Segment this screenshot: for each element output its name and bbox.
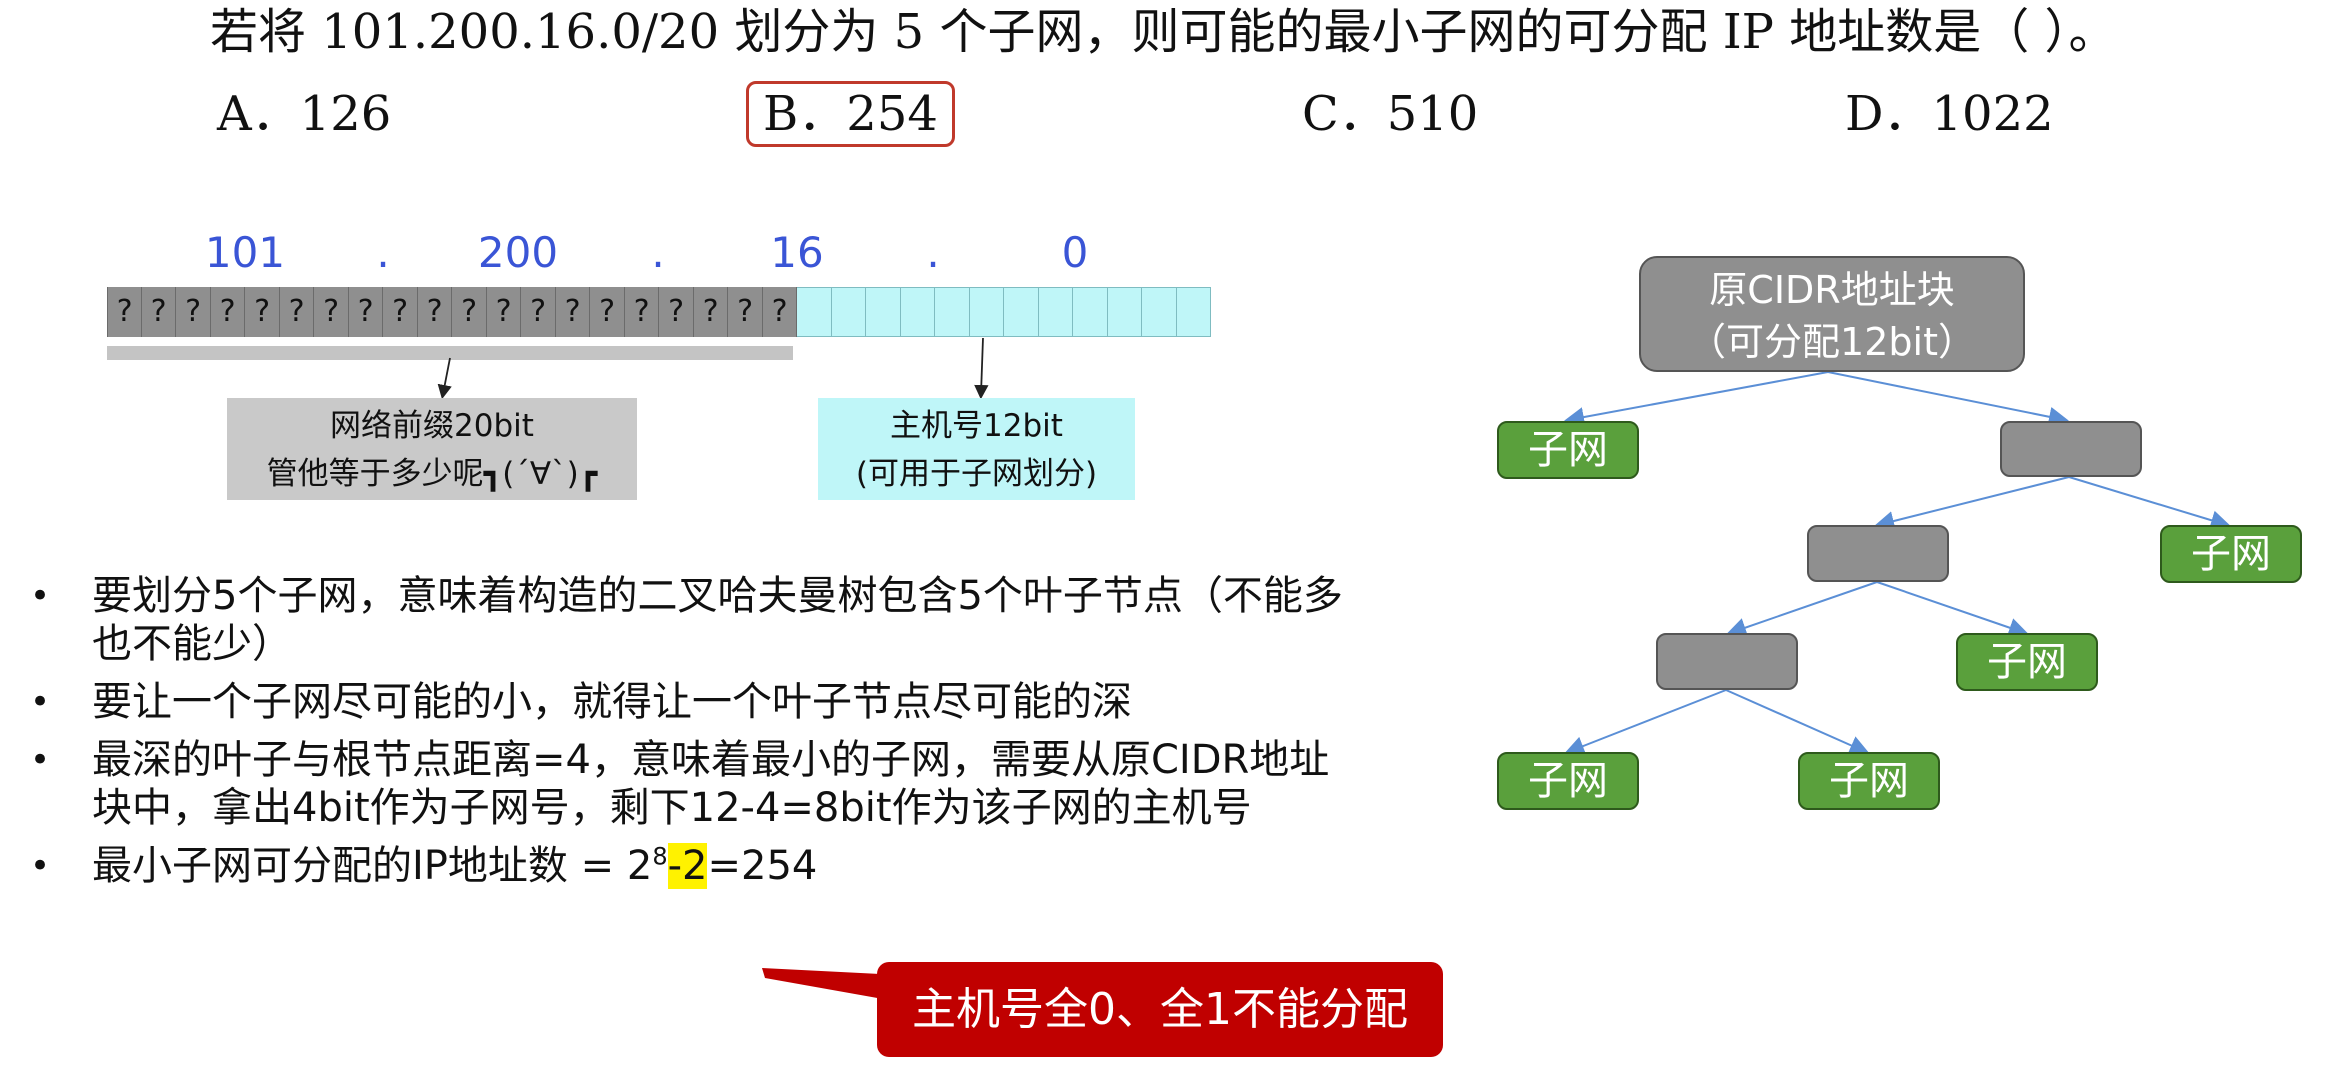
tree-internal-node xyxy=(2000,421,2142,477)
list-item-formula: 最小子网可分配的IP地址数 = 28-2=254 xyxy=(30,842,1350,890)
prefix-bit-cell: ? xyxy=(486,287,521,337)
octet-1-label: 101 xyxy=(204,228,286,277)
option-a[interactable]: A．126 xyxy=(217,86,392,142)
formula-prefix: 最小子网可分配的IP地址数 = 2 xyxy=(92,843,653,889)
note-pointer xyxy=(762,968,900,1002)
prefix-bit-cell: ? xyxy=(141,287,176,337)
host-bit-cell xyxy=(831,287,866,337)
ip-bit-strip: ???????????????????? xyxy=(107,287,1211,337)
host-bit-cell xyxy=(1038,287,1073,337)
tree-edge xyxy=(2068,476,2231,530)
tree-edge xyxy=(1725,689,1870,755)
list-item: 要划分5个子网，意味着构造的二叉哈夫曼树包含5个叶子节点（不能多也不能少） xyxy=(30,572,1352,668)
octet-dot: . xyxy=(926,228,940,277)
question-text: 若将 101.200.16.0/20 划分为 5 个子网，则可能的最小子网的可分… xyxy=(210,4,2117,60)
prefix-bit-cell: ? xyxy=(659,287,694,337)
prefix-callout-line1: 网络前缀20bit xyxy=(330,408,534,444)
octet-dot: . xyxy=(651,228,665,277)
tree-leaf-subnet: 子网 xyxy=(1497,421,1639,479)
option-b[interactable]: B．254 xyxy=(746,81,955,147)
host-pointer xyxy=(974,337,989,400)
prefix-bit-cell: ? xyxy=(245,287,280,337)
host-bit-cell xyxy=(969,287,1004,337)
prefix-bit-cell: ? xyxy=(417,287,452,337)
formula-highlight: -2 xyxy=(667,843,708,889)
prefix-bit-cell: ? xyxy=(452,287,487,337)
option-c[interactable]: C．510 xyxy=(1302,86,1479,142)
prefix-bit-cell: ? xyxy=(693,287,728,337)
tree-root-line2: （可分配12bit） xyxy=(1688,320,1976,364)
tree-root-node: 原CIDR地址块 （可分配12bit） xyxy=(1639,256,2025,372)
list-item: 最深的叶子与根节点距离=4，意味着最小的子网，需要从原CIDR地址块中，拿出4b… xyxy=(30,736,1352,832)
prefix-callout-line2: 管他等于多少呢┓(´∀`)┏ xyxy=(266,456,598,492)
list-item: 要让一个子网尽可能的小，就得让一个叶子节点尽可能的深 xyxy=(30,678,1350,726)
octet-dot: . xyxy=(376,228,390,277)
option-b-answer-box: B．254 xyxy=(746,81,955,147)
formula-minus: - xyxy=(667,843,683,889)
prefix-bit-cell: ? xyxy=(728,287,763,337)
host-bit-cell xyxy=(866,287,901,337)
tree-leaf-subnet: 子网 xyxy=(1497,752,1639,810)
callout-pointers xyxy=(437,337,989,400)
option-d[interactable]: D．1022 xyxy=(1845,86,2054,142)
host-bit-cell xyxy=(1107,287,1142,337)
tree-edge xyxy=(1564,371,1829,427)
tree-leaf-subnet: 子网 xyxy=(1798,752,1940,810)
prefix-bit-cell: ? xyxy=(210,287,245,337)
note-callout: 主机号全0、全1不能分配 xyxy=(877,962,1443,1057)
host-callout-line2: (可用于子网划分) xyxy=(855,456,1098,492)
tree-root-line1: 原CIDR地址块 xyxy=(1709,268,1955,312)
formula-highlight-value: 2 xyxy=(682,843,708,889)
host-callout: 主机号12bit (可用于子网划分) xyxy=(818,398,1135,500)
tree-leaf-subnet: 子网 xyxy=(1956,633,2098,691)
tree-edge xyxy=(1827,371,2069,427)
octet-3-label: 16 xyxy=(770,228,824,277)
octet-4-label: 0 xyxy=(1061,228,1089,277)
tree-leaf-subnet: 子网 xyxy=(2160,525,2302,583)
tree-internal-node xyxy=(1807,525,1949,582)
prefix-bit-cell: ? xyxy=(762,287,797,337)
host-bit-cell xyxy=(1073,287,1108,337)
tree-edge xyxy=(1564,689,1727,756)
explanation-list: 要划分5个子网，意味着构造的二叉哈夫曼树包含5个叶子节点（不能多也不能少） 要让… xyxy=(30,572,1350,900)
prefix-bit-cell: ? xyxy=(107,287,142,337)
prefix-bit-cell: ? xyxy=(590,287,625,337)
tree-edge xyxy=(1874,476,2070,531)
tree-edge xyxy=(1876,581,2029,638)
prefix-brace xyxy=(107,346,793,360)
formula-suffix: =254 xyxy=(707,843,818,889)
tree-edge xyxy=(1726,581,1878,638)
host-bit-cell xyxy=(1176,287,1211,337)
prefix-bit-cell: ? xyxy=(314,287,349,337)
host-bit-cell xyxy=(935,287,970,337)
prefix-callout: 网络前缀20bit 管他等于多少呢┓(´∀`)┏ xyxy=(227,398,637,500)
prefix-bit-cell: ? xyxy=(279,287,314,337)
prefix-bit-cell: ? xyxy=(176,287,211,337)
tree-internal-node xyxy=(1656,633,1798,690)
prefix-bit-cell: ? xyxy=(521,287,556,337)
prefix-pointer xyxy=(437,357,452,400)
host-bit-cell xyxy=(797,287,832,337)
host-bit-cell xyxy=(900,287,935,337)
host-bit-cell xyxy=(1142,287,1177,337)
prefix-bit-cell: ? xyxy=(624,287,659,337)
prefix-bit-cell: ? xyxy=(555,287,590,337)
host-bit-cell xyxy=(1004,287,1039,337)
prefix-bit-cell: ? xyxy=(383,287,418,337)
octet-2-label: 200 xyxy=(477,228,559,277)
formula-exponent: 8 xyxy=(652,842,668,871)
host-callout-line1: 主机号12bit xyxy=(890,408,1063,444)
prefix-bit-cell: ? xyxy=(348,287,383,337)
